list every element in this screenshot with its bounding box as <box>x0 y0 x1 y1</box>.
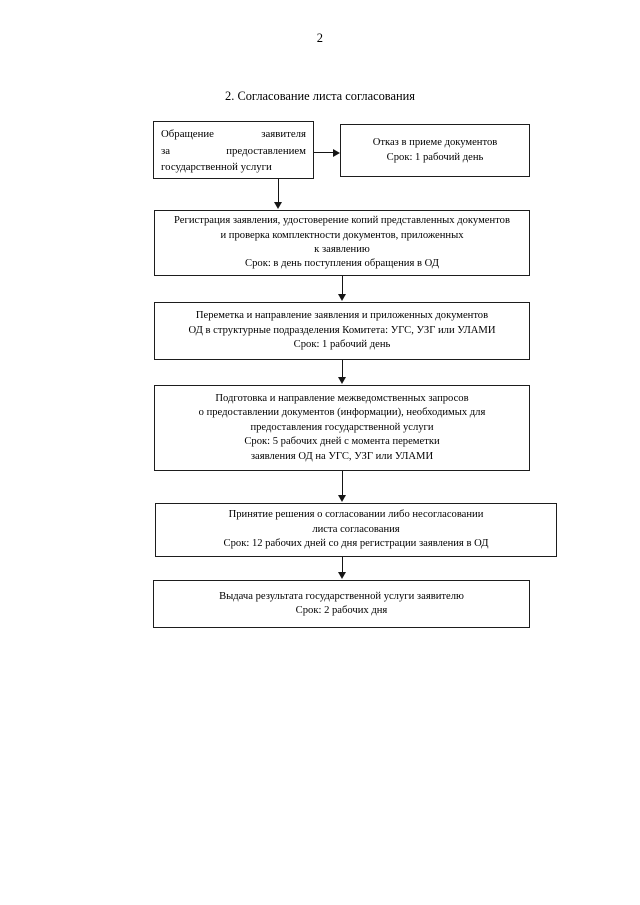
diagram-title: 2. Согласование листа согласования <box>225 89 415 103</box>
arrow-down-icon <box>338 495 346 502</box>
flow-node-line: Срок: 2 рабочих дня <box>295 605 388 616</box>
flow-node-line: Срок: 5 рабочих дней с момента переметки <box>244 436 440 448</box>
flow-node-line: Выдача результата государственной услуги… <box>219 590 464 602</box>
flow-node-line: Отказ в приеме документов <box>372 137 498 149</box>
arrow-right-icon <box>333 148 340 157</box>
flow-node-transfer: Переметка и направление заявления и прил… <box>154 302 530 360</box>
flow-node-issue-result: Выдача результата государственной услуги… <box>153 580 530 628</box>
flow-node-line: Подготовка и направление межведомственны… <box>215 392 469 404</box>
flow-node-line: о предоставлении документов (информации)… <box>198 407 486 419</box>
arrow-down-icon <box>338 377 346 384</box>
page-number: 2 <box>316 31 324 45</box>
flow-node-line: Принятие решения о согласовании либо нес… <box>228 509 484 521</box>
flow-node-line: заявления ОД на УГС, УЗГ или УЛАМИ <box>250 450 434 462</box>
flow-node-line: листа согласования <box>312 523 400 535</box>
connector-registration-to-transfer <box>342 276 343 295</box>
connector-requests-to-decision <box>342 471 343 496</box>
flow-node-line: Срок: 1 рабочий день <box>293 339 391 351</box>
arrow-down-icon <box>338 294 346 301</box>
arrow-down-icon <box>274 202 282 209</box>
flow-node-refusal: Отказ в приеме документов Срок: 1 рабочи… <box>340 124 530 177</box>
connector-applicant-to-registration <box>278 179 279 203</box>
arrow-down-icon <box>338 572 346 579</box>
flow-node-line: Обращение заявителя <box>161 128 306 140</box>
connector-applicant-to-refusal <box>314 152 334 153</box>
flow-node-line: к заявлению <box>314 244 370 255</box>
connector-decision-to-issue <box>342 557 343 573</box>
flow-node-line: за предоставлением <box>161 144 306 157</box>
flow-node-registration: Регистрация заявления, удостоверение коп… <box>154 210 530 276</box>
flow-node-applicant-request: Обращение заявителя за предоставлением г… <box>153 121 314 179</box>
flow-node-line: Срок: в день поступления обращения в ОД <box>245 258 439 270</box>
connector-transfer-to-requests <box>342 360 343 378</box>
flow-node-interagency-requests: Подготовка и направление межведомственны… <box>154 385 530 471</box>
flow-node-line: Переметка и направление заявления и прил… <box>195 310 489 322</box>
flow-node-line: ОД в структурные подразделения Комитета:… <box>188 324 496 336</box>
flow-node-line: Срок: 12 рабочих дней со дня регистрации… <box>223 538 489 550</box>
flow-node-line: Срок: 1 рабочий день <box>386 151 484 163</box>
flow-node-line: государственной услуги <box>161 161 272 173</box>
flow-node-line: предоставления государственной услуги <box>250 421 434 433</box>
flow-node-line: и проверка комплектности документов, при… <box>220 229 464 241</box>
flow-node-line: Регистрация заявления, удостоверение коп… <box>174 215 510 227</box>
flow-node-decision: Принятие решения о согласовании либо нес… <box>155 503 557 557</box>
